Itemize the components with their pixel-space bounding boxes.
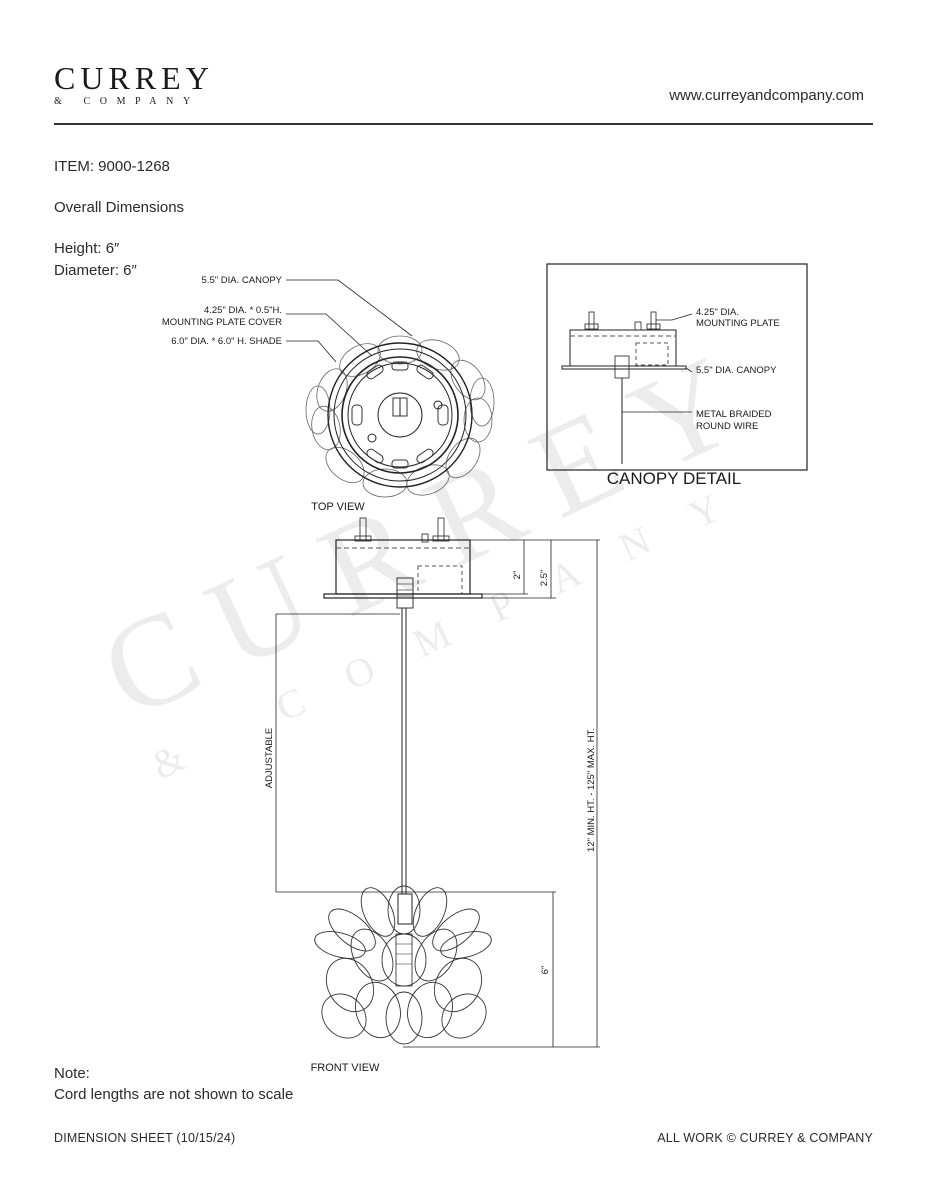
height-spec: Height: 6″ (54, 240, 120, 257)
overall-dimensions-heading: Overall Dimensions (54, 199, 185, 216)
front-view-caption: FRONT VIEW (311, 1062, 380, 1074)
top-view-caption: TOP VIEW (311, 501, 365, 513)
adjustable-label: ADJUSTABLE (264, 728, 275, 789)
callout-plate-label-1: 4.25" DIA. * 0.5"H. (204, 305, 282, 316)
detail-wire-label-1: METAL BRAIDED (696, 409, 772, 420)
canopy-detail-caption: CANOPY DETAIL (607, 469, 741, 488)
top-view-callouts (286, 279, 413, 363)
callout-canopy-label: 5.5" DIA. CANOPY (202, 275, 283, 286)
detail-wire-label-2: ROUND WIRE (696, 421, 758, 432)
footer-left: DIMENSION SHEET (10/15/24) (54, 1131, 236, 1145)
header-divider (54, 123, 873, 125)
callout-shade-label: 6.0" DIA. * 6.0" H. SHADE (171, 336, 282, 347)
canopy-detail-box (546, 263, 808, 471)
dim-6in-label: 6" (540, 966, 551, 975)
brand-logo-wordmark: CURREY (54, 60, 214, 96)
watermark: CURREY & COMPANY (81, 317, 783, 788)
note-title: Note: (54, 1065, 90, 1082)
top-view-drawing (305, 335, 495, 498)
diameter-spec: Diameter: 6″ (54, 262, 137, 279)
detail-plate-label-2: MOUNTING PLATE (696, 318, 780, 329)
dim-2-5in-label: 2.5" (539, 570, 550, 587)
footer-right: ALL WORK © CURREY & COMPANY (657, 1131, 873, 1145)
detail-plate-label-1: 4.25" DIA. (696, 307, 739, 318)
item-number: ITEM: 9000-1268 (54, 158, 170, 175)
front-view-drawing (314, 517, 492, 1045)
detail-canopy-label: 5.5" DIA. CANOPY (696, 365, 777, 376)
note-body: Cord lengths are not shown to scale (54, 1086, 294, 1103)
callout-plate-label-2: MOUNTING PLATE COVER (162, 317, 282, 328)
dim-2in-label: 2" (512, 571, 523, 580)
front-view-dimensions (275, 539, 600, 1048)
overall-height-label: 12" MIN. HT. - 125" MAX. HT. (586, 728, 597, 852)
website-url[interactable]: www.curreyandcompany.com (669, 87, 864, 104)
brand-logo-subtitle: & COMPANY (54, 96, 200, 107)
